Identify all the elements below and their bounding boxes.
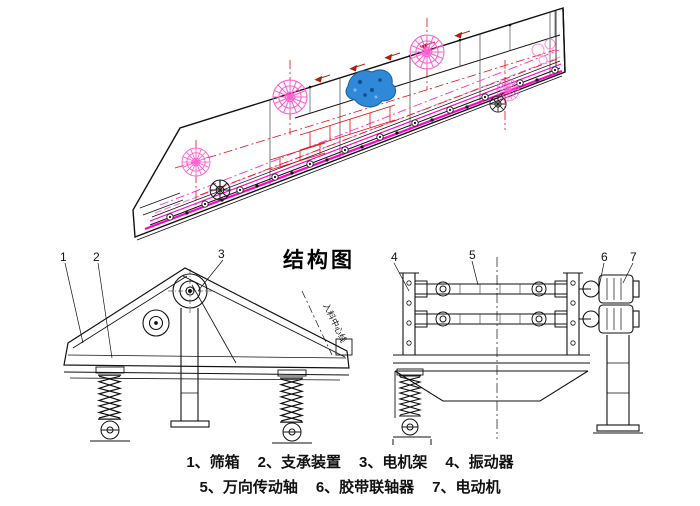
legend-line-1: 1、筛箱 2、支承装置 3、电机架 4、振动器: [0, 451, 700, 472]
side-view-labels: 1 2 3: [60, 247, 225, 359]
spring-icon: [97, 374, 122, 420]
drive-shafts: [414, 280, 568, 328]
legend-item: 1、筛箱: [186, 454, 240, 471]
drawing-title: 结构图: [283, 249, 355, 272]
legend-item: 7、电动机: [432, 479, 501, 496]
wheel-icon: [401, 418, 419, 436]
part-label-2: 2: [93, 250, 100, 264]
red-grid: [269, 104, 396, 171]
screen-box-section: [393, 354, 590, 418]
support-springs: [392, 368, 432, 445]
part-label-1: 1: [60, 250, 67, 264]
spring-icon: [398, 375, 422, 417]
part-label-4: 4: [391, 250, 398, 264]
side-view-body: [63, 267, 353, 381]
section-lines: [269, 12, 551, 186]
part-label-6: 6: [601, 250, 608, 264]
wheel-icon: [100, 420, 120, 440]
motor-support-column: [170, 308, 210, 428]
screen-body-outline: [132, 7, 566, 241]
legend-line-2: 5、万向传动轴 6、胶带联轴器 7、电动机: [0, 476, 700, 497]
legend-item: 6、胶带联轴器: [315, 479, 415, 496]
support-springs: [90, 366, 312, 444]
side-view-drawing: 1 2 3: [60, 247, 353, 444]
spring-icon: [279, 377, 304, 423]
small-circle-cluster: [531, 38, 556, 65]
legend-item: 3、电机架: [359, 454, 428, 471]
motor-column: [593, 335, 643, 434]
exciter-circles: [142, 269, 212, 337]
feed-center-line: 入料中心线: [301, 290, 349, 356]
feed-center-line-label: 入料中心线: [321, 301, 349, 344]
legend-item: 5、万向传动轴: [199, 479, 298, 496]
red-centerlines: [174, 18, 558, 205]
part-label-5: 5: [469, 248, 476, 262]
end-view-drawing: 4 5 6 7: [391, 248, 643, 445]
wheel-icon: [282, 422, 302, 442]
part-label-3: 3: [218, 247, 225, 261]
leader-lines: [393, 260, 634, 292]
blue-material-blob: [345, 69, 397, 108]
pink-impeller-icons: [181, 34, 556, 177]
legend-item: 2、支承装置: [257, 454, 341, 471]
rivet-dots: [185, 23, 539, 215]
flow-arrows: [314, 30, 471, 83]
legend-item: 4、振动器: [445, 454, 514, 471]
end-view-labels: 4 5 6 7: [391, 248, 637, 292]
overview-drawing: [132, 7, 566, 241]
part-label-7: 7: [630, 250, 637, 264]
motor-assembly: [579, 274, 640, 334]
